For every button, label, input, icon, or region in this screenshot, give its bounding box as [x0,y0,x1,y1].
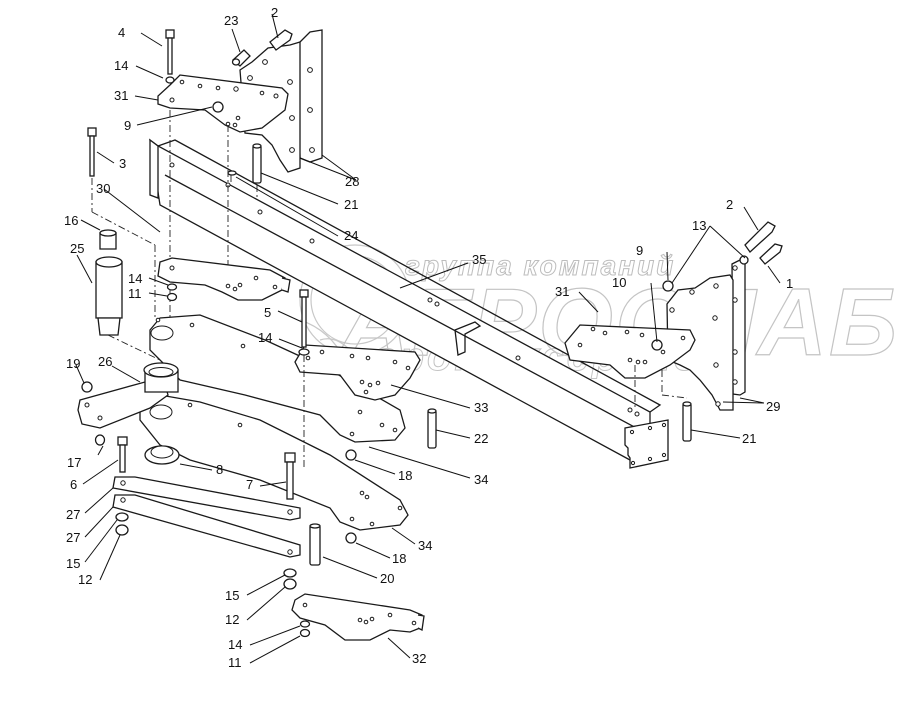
callout-32: 32 [412,651,426,666]
bolt-3 [87,127,156,320]
spacer-22 [427,408,437,449]
callout-2: 2 [726,197,733,212]
nut-12-right [283,578,297,590]
callout-9: 9 [636,243,643,258]
callout-15: 15 [66,556,80,571]
callout-12: 12 [225,612,239,627]
callout-1: 1 [786,276,793,291]
callout-9: 9 [124,118,131,133]
bracket-32 [291,593,425,641]
callout-11: 11 [128,286,142,301]
nut-19 [81,381,93,393]
callout-27: 27 [66,507,80,522]
spacer-20 [309,523,321,566]
callout-31: 31 [555,284,569,299]
callout-7: 7 [246,477,253,492]
arm-26 [77,362,179,429]
washer-15-left [115,512,129,522]
callout-25: 25 [70,241,84,256]
callout-33: 33 [474,400,488,415]
nut-11-bottom [299,628,311,638]
callout-14: 14 [128,271,142,286]
callout-15: 15 [225,588,239,603]
callout-6: 6 [70,477,77,492]
callout-2: 2 [271,5,278,20]
nut-12-left [115,524,129,536]
callout-21: 21 [742,431,756,446]
washer-nut-stack-left [166,283,178,302]
washer-14-bottom [299,620,311,628]
link-bars-27 [112,476,301,558]
callout-5: 5 [264,305,271,320]
callout-3: 3 [119,156,126,171]
callout-10: 10 [612,275,626,290]
callout-35: 35 [472,252,486,267]
callout-17: 17 [67,455,81,470]
callout-22: 22 [474,431,488,446]
callout-19: 19 [66,356,80,371]
callout-14: 14 [114,58,128,73]
callout-28: 28 [345,174,359,189]
callout-34: 34 [418,538,432,553]
callout-31: 31 [114,88,128,103]
callout-34: 34 [474,472,488,487]
callout-26: 26 [98,354,112,369]
nut-18-b [345,532,357,544]
callout-27: 27 [66,530,80,545]
plate-34-upper [149,314,406,443]
callout-29: 29 [766,399,780,414]
nut-17 [94,434,106,446]
callout-4: 4 [118,25,125,40]
callout-23: 23 [224,13,238,28]
leader-lines [75,13,781,664]
bracket-30 [157,257,291,301]
callout-20: 20 [380,571,394,586]
bolt-7 [284,452,296,500]
watermark-line1: группа компаний [405,250,675,281]
callout-labels: 4 23 2 14 31 9 3 28 21 30 24 16 25 14 11… [64,5,793,670]
callout-21: 21 [344,197,358,212]
right-bracket-assembly [564,221,783,442]
callout-8: 8 [216,462,223,477]
callout-12: 12 [78,572,92,587]
cylinder-25 [95,229,161,361]
callout-18: 18 [398,468,412,483]
callout-18: 18 [392,551,406,566]
ring-nut-8 [144,445,180,465]
washer-15-right [283,568,297,578]
callout-14: 14 [258,330,272,345]
bracket-33 [294,344,421,401]
callout-14: 14 [228,637,242,652]
callout-11: 11 [228,655,242,670]
callout-30: 30 [96,181,110,196]
main-beam [149,138,669,469]
callout-16: 16 [64,213,78,228]
callout-13: 13 [692,218,706,233]
top-left-bracket-assembly [157,29,323,355]
callout-24: 24 [344,228,358,243]
bolt-6 [117,436,128,473]
nut-18-a [345,449,357,461]
